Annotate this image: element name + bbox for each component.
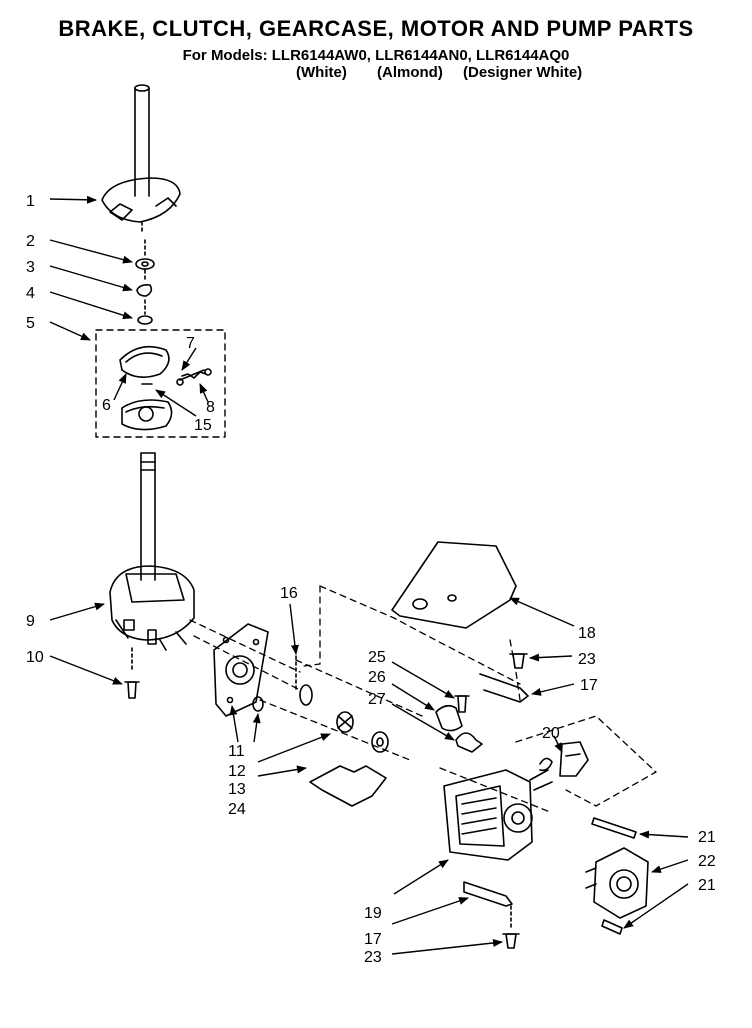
callout-13: 13 bbox=[228, 781, 246, 798]
variant-white: (White) bbox=[296, 64, 347, 81]
callout-22: 22 bbox=[698, 853, 716, 870]
callout-26: 26 bbox=[368, 669, 386, 686]
callout-21-lower: 21 bbox=[698, 877, 716, 894]
callout-12: 12 bbox=[228, 763, 246, 780]
brake-shaft-part bbox=[101, 84, 181, 233]
callout-9: 9 bbox=[26, 613, 35, 630]
callout-27: 27 bbox=[368, 691, 386, 708]
callout-5: 5 bbox=[26, 315, 35, 332]
models-line: For Models: LLR6144AW0, LLR6144AN0, LLR6… bbox=[182, 47, 570, 64]
motor-switch bbox=[539, 741, 589, 777]
coupling-parts bbox=[252, 684, 389, 753]
leader-arrows bbox=[49, 195, 689, 955]
variant-designer-white: (Designer White) bbox=[463, 64, 583, 81]
motor-part bbox=[443, 769, 553, 861]
callout-1: 1 bbox=[26, 193, 35, 210]
screw-10 bbox=[124, 681, 140, 699]
pump-part bbox=[585, 847, 649, 919]
callout-2: 2 bbox=[26, 233, 35, 250]
gearcase-part bbox=[109, 452, 195, 673]
bracket-21-upper bbox=[591, 817, 637, 839]
callout-23-upper: 23 bbox=[578, 651, 596, 668]
callout-17-upper: 17 bbox=[580, 677, 598, 694]
callout-labels: 1 2 3 4 5 6 7 8 15 9 10 11 12 13 24 16 1… bbox=[26, 193, 716, 966]
clutch-group-box bbox=[95, 329, 226, 438]
callout-15: 15 bbox=[194, 417, 212, 434]
screw-23-lower bbox=[502, 905, 520, 949]
callout-25: 25 bbox=[368, 649, 386, 666]
callout-19: 19 bbox=[364, 905, 382, 922]
alignment-lines-left bbox=[189, 585, 423, 761]
clip-17-lower bbox=[463, 881, 513, 907]
callout-4: 4 bbox=[26, 285, 35, 302]
callout-8: 8 bbox=[206, 399, 215, 416]
screw-23-upper bbox=[509, 653, 528, 669]
callout-6: 6 bbox=[102, 397, 111, 414]
callout-18: 18 bbox=[578, 625, 596, 642]
callout-21-upper: 21 bbox=[698, 829, 716, 846]
callout-10: 10 bbox=[26, 649, 44, 666]
mounting-plate bbox=[213, 623, 297, 717]
bushing-clamp-parts bbox=[435, 695, 483, 753]
callout-11: 11 bbox=[228, 743, 245, 760]
alignment-lines-right bbox=[319, 585, 657, 813]
bracket-21-lower bbox=[601, 919, 623, 935]
gasket-pad bbox=[309, 765, 387, 807]
callout-17-lower: 17 bbox=[364, 931, 382, 948]
diagram-title: BRAKE, CLUTCH, GEARCASE, MOTOR AND PUMP … bbox=[58, 16, 694, 41]
callout-7: 7 bbox=[186, 335, 195, 352]
variant-almond: (Almond) bbox=[377, 64, 443, 81]
callout-20: 20 bbox=[542, 725, 560, 742]
callout-16: 16 bbox=[280, 585, 298, 602]
callout-23-lower: 23 bbox=[364, 949, 382, 966]
washer-parts bbox=[135, 239, 155, 325]
callout-24: 24 bbox=[228, 801, 246, 818]
cover-sheet bbox=[391, 541, 517, 629]
callout-3: 3 bbox=[26, 259, 35, 276]
clip-17-upper bbox=[479, 673, 529, 703]
variant-labels: (White) (Almond) (Designer White) bbox=[150, 64, 582, 81]
clutch-assembly bbox=[119, 345, 212, 431]
